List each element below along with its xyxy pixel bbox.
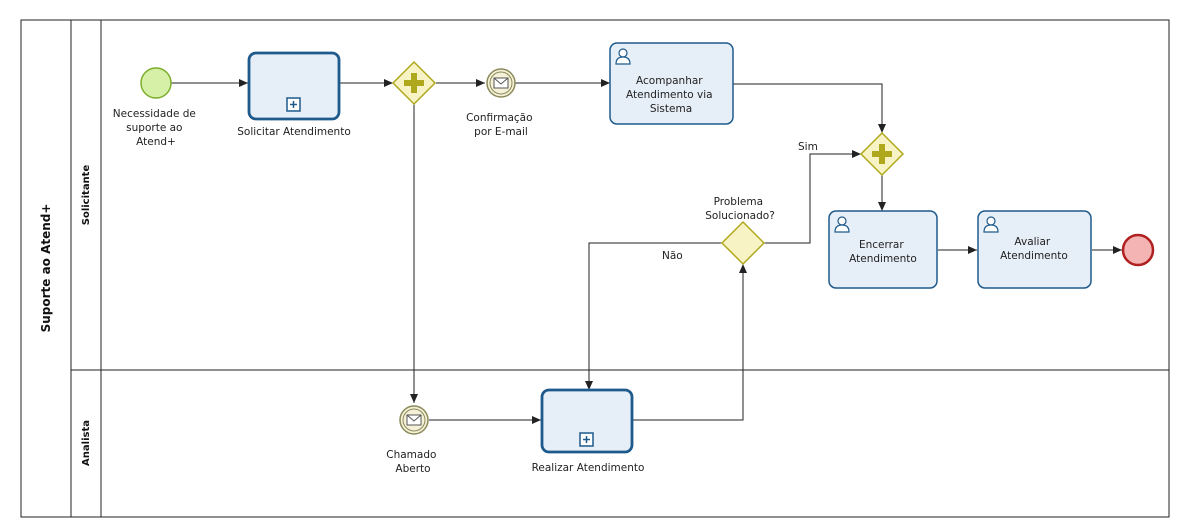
envelope-icon (493, 77, 509, 89)
flow-label-no: Não (662, 250, 683, 262)
lane-analista: Analista (81, 420, 92, 466)
user-task-close-support[interactable]: Encerrar Atendimento (828, 210, 938, 289)
user-task-close-support-label: Encerrar Atendimento (849, 239, 917, 265)
sequence-flows (171, 79, 1122, 424)
lane-label-solicitante: Solicitante (81, 165, 92, 226)
message-event-ticket-opened-label: Chamado Aberto (386, 449, 440, 475)
lane-label-analista: Analista (81, 420, 92, 466)
parallel-gateway-join[interactable] (859, 131, 905, 177)
user-task-evaluate-support-label: Avaliar Atendimento (1000, 236, 1068, 262)
message-event-email-confirmation[interactable] (486, 68, 516, 98)
expand-icon (286, 97, 301, 112)
user-icon (834, 216, 850, 233)
parallel-gateway-split[interactable] (391, 60, 437, 106)
pool-label: Suporte ao Atend+ (39, 204, 53, 333)
user-task-evaluate-support[interactable]: Avaliar Atendimento (977, 210, 1092, 289)
subprocess-perform-support[interactable] (540, 388, 634, 454)
envelope-icon (406, 414, 422, 426)
flow-perform-to-decision (633, 264, 747, 421)
user-icon (983, 216, 999, 233)
start-event-label: Necessidade de suporte ao Atend+ (113, 108, 199, 148)
exclusive-gateway-solved-label: Problema Solucionado? (705, 196, 775, 222)
subprocess-request-support-label: Solicitar Atendimento (237, 126, 351, 138)
plus-icon (872, 144, 892, 164)
user-task-track-support-label: Acompanhar Atendimento via Sistema (626, 75, 716, 115)
end-event[interactable] (1121, 233, 1155, 267)
plus-icon (404, 73, 424, 93)
lane-solicitante: Solicitante (81, 165, 92, 226)
flow-decision-no (585, 242, 723, 390)
expand-icon (579, 432, 594, 447)
user-task-track-support[interactable]: Acompanhar Atendimento via Sistema (609, 42, 734, 125)
exclusive-gateway-solved[interactable] (720, 220, 766, 266)
message-event-email-confirmation-label: Confirmação por E-mail (466, 112, 536, 138)
message-event-ticket-opened[interactable] (399, 405, 429, 435)
user-icon (615, 48, 631, 65)
flow-track-to-join (733, 83, 886, 133)
start-event[interactable] (140, 67, 172, 99)
flow-decision-yes (764, 150, 861, 244)
subprocess-perform-support-label: Realizar Atendimento (532, 462, 645, 474)
flow-label-yes: Sim (798, 141, 818, 153)
subprocess-request-support[interactable] (247, 51, 341, 121)
